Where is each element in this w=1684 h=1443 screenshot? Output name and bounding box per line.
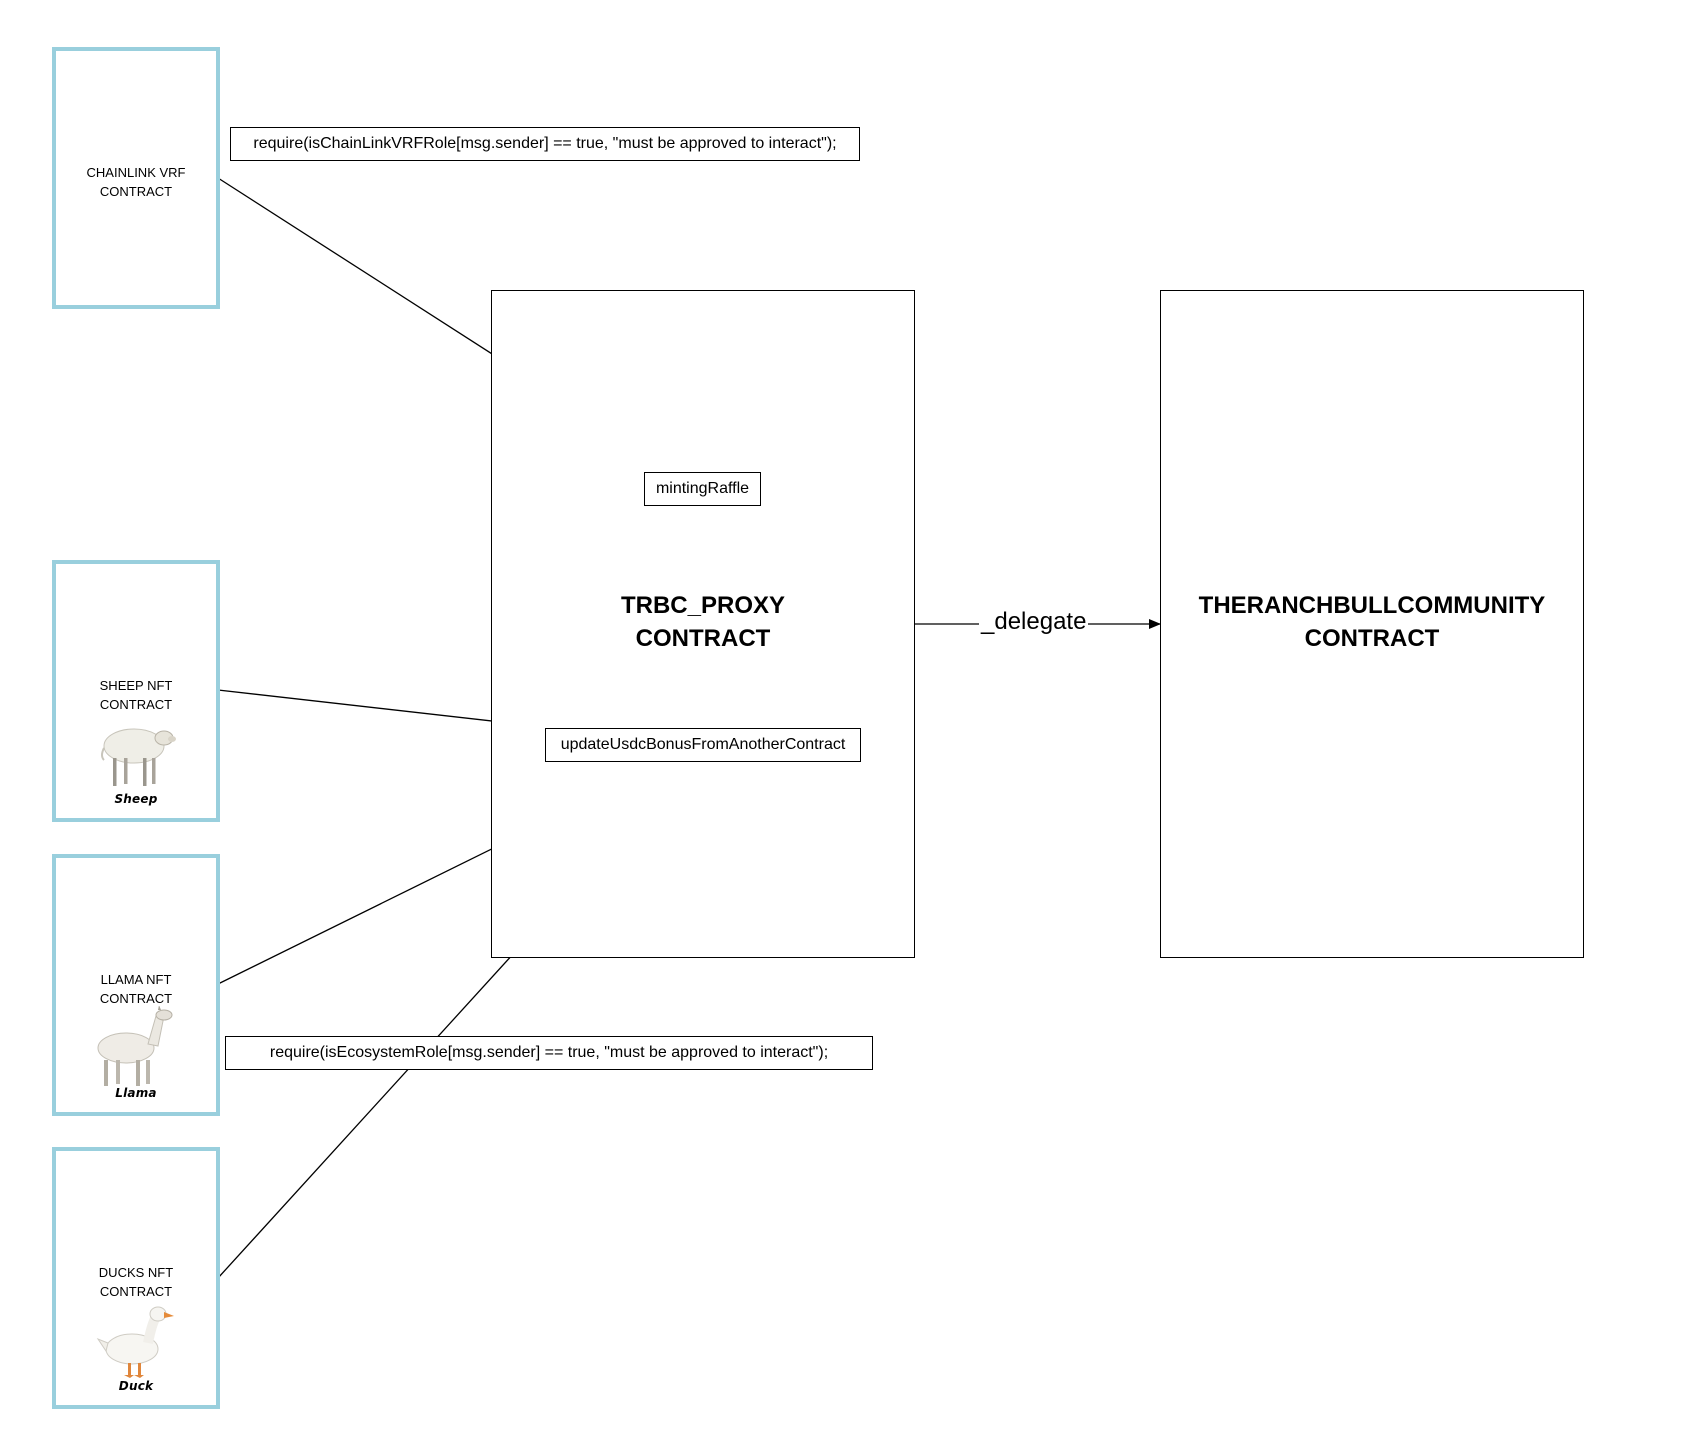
sheep-label-line-1: SHEEP NFT [99,678,173,693]
llama-nft-contract-box: LLAMA NFT CONTRACT Llama [52,854,220,1116]
trbc-proxy-title-line-1: TRBC_PROXY [620,592,786,619]
trbc-proxy-title-line-2: CONTRACT [635,625,771,652]
llama-caption: Llama [115,1086,157,1100]
ducks-nft-label: DUCKS NFT CONTRACT [56,1263,216,1301]
chainlink-require-note: require(isChainLinkVRFRole[msg.sender] =… [230,127,860,161]
llama-nft-label: LLAMA NFT CONTRACT [56,970,216,1008]
ducks-nft-contract-box: DUCKS NFT CONTRACT Duck [52,1147,220,1409]
sheep-caption: Sheep [114,792,158,806]
theranchbullcommunity-title-line-2: CONTRACT [1304,625,1440,652]
theranchbullcommunity-title: THERANCHBULLCOMMUNITY CONTRACT [1161,589,1583,655]
duck-image [96,1306,174,1378]
llama-label-line-1: LLAMA NFT [100,972,172,987]
trbc-proxy-contract-box: TRBC_PROXY CONTRACT [491,290,915,958]
ducks-label-line-1: DUCKS NFT [98,1265,174,1280]
chainlink-label-line-1: CHAINLINK VRF [86,165,186,180]
minting-raffle-function[interactable]: mintingRaffle [644,472,761,506]
theranchbullcommunity-contract-box: THERANCHBULLCOMMUNITY CONTRACT [1160,290,1584,958]
sheep-nft-contract-box: SHEEP NFT CONTRACT Sheep [52,560,220,822]
sheep-image [101,728,176,786]
chainlink-label-line-2: CONTRACT [99,184,173,199]
theranchbullcommunity-title-line-1: THERANCHBULLCOMMUNITY [1198,592,1546,619]
chainlink-vrf-contract-box: CHAINLINK VRF CONTRACT [52,47,220,309]
update-usdc-bonus-function[interactable]: updateUsdcBonusFromAnotherContract [545,728,861,762]
ecosystem-require-note: require(isEcosystemRole[msg.sender] == t… [225,1036,873,1070]
llama-label-line-2: CONTRACT [99,991,173,1006]
delegate-label: _delegate [979,608,1089,636]
chainlink-vrf-label: CHAINLINK VRF CONTRACT [56,163,216,201]
sheep-label-line-2: CONTRACT [99,697,173,712]
trbc-proxy-title: TRBC_PROXY CONTRACT [492,589,914,655]
sheep-nft-label: SHEEP NFT CONTRACT [56,676,216,714]
ducks-label-line-2: CONTRACT [99,1284,173,1299]
llama-image [97,1006,173,1086]
duck-caption: Duck [118,1379,154,1393]
